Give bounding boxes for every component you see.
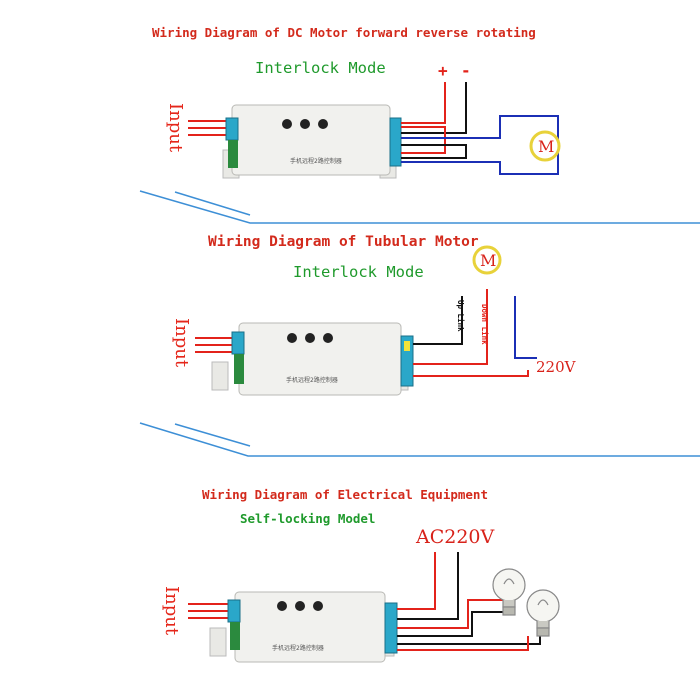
section1-input-terminal <box>225 117 239 141</box>
button-2 <box>300 119 310 129</box>
section3-output-wires <box>397 552 541 651</box>
section1-controller-module: 手机远程2路控制器 <box>222 104 402 179</box>
section1-motor: M <box>529 130 561 162</box>
button-1 <box>282 119 292 129</box>
section3-input-label: Input <box>161 586 182 636</box>
divider-2 <box>139 422 700 457</box>
bulb-1-icon <box>492 568 526 616</box>
section1-output-wires <box>401 82 559 175</box>
divider-1 <box>139 190 700 224</box>
minus-sign: - <box>461 61 471 80</box>
module-caption: 手机远程2路控制器 <box>286 376 338 384</box>
section1-input-wires <box>188 120 230 136</box>
section2-title: Wiring Diagram of Tubular Motor <box>208 234 479 250</box>
section3-voltage: AC220V <box>415 526 495 548</box>
section-tubular-motor: Wiring Diagram of Tubular Motor Interloc… <box>171 234 577 396</box>
section2-output-wires <box>413 289 537 377</box>
motor-letter: M <box>480 251 496 270</box>
section3-input-wires <box>188 603 232 619</box>
section2-input-wires <box>195 337 236 353</box>
section3-mode: Self-locking Model <box>240 511 375 526</box>
section3-input-terminal <box>227 599 241 623</box>
section2-mode: Interlock Mode <box>293 263 424 281</box>
bulb-2-icon <box>526 589 560 637</box>
plus-sign: + <box>438 61 448 80</box>
section3-controller-module: 手机远程2路控制器 <box>209 591 398 663</box>
module-caption: 手机远程2路控制器 <box>272 644 324 652</box>
section1-input-label: Input <box>165 103 186 153</box>
button-3 <box>318 119 328 129</box>
section-dc-motor: Wiring Diagram of DC Motor forward rever… <box>152 25 561 179</box>
section2-voltage: 220V <box>536 358 577 376</box>
motor-letter: M <box>538 137 554 156</box>
section3-output-terminal <box>384 602 398 654</box>
section1-title: Wiring Diagram of DC Motor forward rever… <box>152 25 536 40</box>
down-link-label: Down Link <box>480 304 489 345</box>
section1-mode: Interlock Mode <box>255 59 386 77</box>
module-caption: 手机远程2路控制器 <box>290 157 342 165</box>
section1-output-terminal <box>389 117 402 167</box>
section3-title: Wiring Diagram of Electrical Equipment <box>202 487 488 502</box>
section2-input-label: Input <box>171 318 192 368</box>
section2-input-terminal <box>231 331 245 355</box>
section2-motor: M <box>472 245 502 275</box>
section2-controller-module: 手机远程2路控制器 <box>211 322 414 396</box>
section-electrical-equipment: Wiring Diagram of Electrical Equipment S… <box>161 487 560 663</box>
up-link-label: Up Link <box>456 300 465 332</box>
